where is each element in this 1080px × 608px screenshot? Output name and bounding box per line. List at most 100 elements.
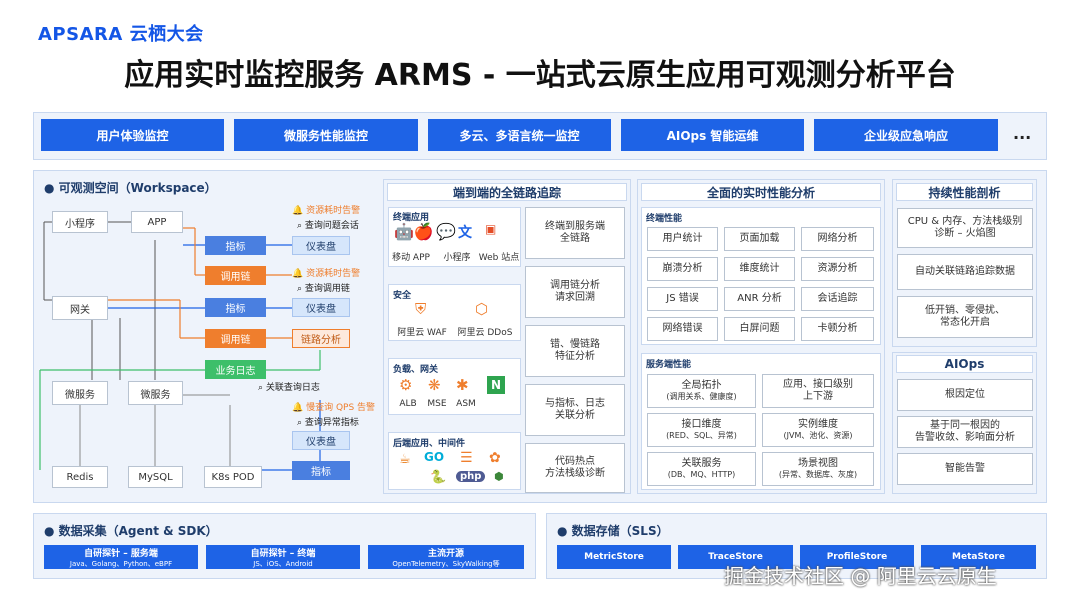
business-log-box[interactable]: 业务日志 xyxy=(205,360,266,379)
collection-label: ● 数据采集（Agent & SDK） xyxy=(44,524,218,538)
tracing-group-security-title: 安全 xyxy=(393,291,412,301)
server-item-upstream[interactable]: 应用、接口级别上下游 xyxy=(762,374,874,408)
client-item[interactable]: JS 错误 xyxy=(647,287,718,311)
server-item-services[interactable]: 关联服务(DB、MQ、HTTP) xyxy=(647,452,756,486)
node-microservice-2[interactable]: 微服务 xyxy=(128,381,183,405)
client-item[interactable]: 会话追踪 xyxy=(801,287,874,311)
metric-box-3[interactable]: 指标 xyxy=(292,461,350,480)
alert-action-2[interactable]: ⌕ 查询调用链 xyxy=(297,281,350,294)
tracing-desc-3: 错、慢链路 特征分析 xyxy=(525,325,625,377)
feature-user-experience[interactable]: 用户体验监控 xyxy=(41,119,224,151)
trace-box-2[interactable]: 调用链 xyxy=(205,329,266,348)
icon-label-web: Web 站点 xyxy=(478,253,520,263)
aiops-item-root-cause[interactable]: 根因定位 xyxy=(897,379,1033,411)
search-icon: ⌕ xyxy=(297,221,303,231)
client-item[interactable]: ANR 分析 xyxy=(724,287,795,311)
python-icon: 🐍 xyxy=(430,470,447,485)
client-item[interactable]: 维度统计 xyxy=(724,257,795,281)
metric-box-2[interactable]: 指标 xyxy=(205,298,266,317)
collection-item-sub: OpenTelemetry、SkyWalking等 xyxy=(392,559,500,568)
node-app[interactable]: APP xyxy=(131,211,183,233)
alert-title-2-text: 资源耗时告警 xyxy=(306,269,361,279)
alert-title-1: 🔔 资源耗时告警 xyxy=(292,203,360,216)
storage-tracestore[interactable]: TraceStore xyxy=(678,545,793,569)
alert-action-1[interactable]: ⌕ 查询问题会话 xyxy=(297,218,359,231)
node-mysql[interactable]: MySQL xyxy=(128,466,183,488)
profiling-item-low-overhead[interactable]: 低开销、零侵扰、 常态化开启 xyxy=(897,296,1033,338)
node-microservice-1[interactable]: 微服务 xyxy=(52,381,108,405)
tracing-desc-5: 代码热点 方法栈级诊断 xyxy=(525,443,625,493)
nodejs-icon: ⬢ xyxy=(494,470,504,483)
client-item[interactable]: 卡顿分析 xyxy=(801,317,874,341)
metric-box-1[interactable]: 指标 xyxy=(205,236,266,255)
server-item-sub: (RED、SQL、异常) xyxy=(666,431,737,441)
client-item[interactable]: 网络分析 xyxy=(801,227,874,251)
bell-icon: 🔔 xyxy=(292,206,304,216)
storage-item-label: MetricStore xyxy=(584,552,644,562)
collection-item-title: 自研探针 – 终端 xyxy=(250,548,316,559)
alert-title-1-text: 资源耗时告警 xyxy=(306,206,361,216)
collection-item-sub: Java、Golang、Python、eBPF xyxy=(69,559,173,568)
collection-item-sub: JS、iOS、Android xyxy=(253,559,313,568)
server-item-scenario[interactable]: 场景视图(异常、数据库、灰度) xyxy=(762,452,874,486)
node-miniapp[interactable]: 小程序 xyxy=(52,211,108,233)
tracing-group-backend-title: 后端应用、中间件 xyxy=(393,439,466,449)
profiling-item-flamegraph[interactable]: CPU & 内存、方法栈级别 诊断 – 火焰图 xyxy=(897,208,1033,248)
feature-microservice[interactable]: 微服务性能监控 xyxy=(234,119,418,151)
server-item-sub: (JVM、池化、资源) xyxy=(783,431,853,441)
icon-label-miniapp: 小程序 xyxy=(443,253,471,263)
storage-item-label: ProfileStore xyxy=(826,552,888,562)
aiops-header: AIOps xyxy=(896,355,1033,373)
storage-profilestore[interactable]: ProfileStore xyxy=(800,545,914,569)
server-item-topology[interactable]: 全局拓扑(调用关系、健康度) xyxy=(647,374,756,408)
android-icon: 🤖🍎 xyxy=(394,222,434,241)
storage-label: ● 数据存储（SLS） xyxy=(557,524,669,538)
client-item[interactable]: 资源分析 xyxy=(801,257,874,281)
dashboard-box-2[interactable]: 仪表盘 xyxy=(292,298,350,317)
collection-item-title: 自研探针 – 服务端 xyxy=(84,548,158,559)
alert-title-3: 🔔 慢查询 QPS 告警 xyxy=(292,400,375,413)
feature-multicloud[interactable]: 多云、多语言统一监控 xyxy=(428,119,611,151)
more-features[interactable]: ... xyxy=(1013,124,1032,143)
server-item-title: 实例维度 xyxy=(798,418,838,430)
log-query-action[interactable]: ⌕ 关联查询日志 xyxy=(258,380,320,393)
icon-label-waf: 阿里云 WAF xyxy=(397,328,447,338)
profiling-item-trace-link[interactable]: 自动关联链路追踪数据 xyxy=(897,254,1033,290)
server-item-instance[interactable]: 实例维度(JVM、池化、资源) xyxy=(762,413,874,447)
php-icon: php xyxy=(456,471,486,482)
nginx-icon: N xyxy=(487,376,505,394)
node-redis[interactable]: Redis xyxy=(52,466,108,488)
dashboard-box-3[interactable]: 仪表盘 xyxy=(292,431,350,450)
aiops-item-smart-alert[interactable]: 智能告警 xyxy=(897,453,1033,485)
storage-metastore[interactable]: MetaStore xyxy=(921,545,1036,569)
client-item[interactable]: 用户统计 xyxy=(647,227,718,251)
dashboard-box-1[interactable]: 仪表盘 xyxy=(292,236,350,255)
node-k8s-pod[interactable]: K8s POD xyxy=(204,466,262,488)
server-item-interface[interactable]: 接口维度(RED、SQL、异常) xyxy=(647,413,756,447)
link-analysis-box[interactable]: 链路分析 xyxy=(292,329,350,348)
search-icon: ⌕ xyxy=(258,383,264,393)
feature-aiops[interactable]: AIOps 智能运维 xyxy=(621,119,804,151)
collection-item-title: 主流开源 xyxy=(427,548,464,559)
tracing-group-backend xyxy=(388,432,521,490)
alert-action-3[interactable]: ⌕ 查询异常指标 xyxy=(297,415,359,428)
trace-box-1[interactable]: 调用链 xyxy=(205,266,266,285)
middleware-icon: ☰ xyxy=(460,450,473,466)
server-perf-title: 服务端性能 xyxy=(646,360,692,370)
client-item[interactable]: 白屏问题 xyxy=(724,317,795,341)
client-item[interactable]: 崩溃分析 xyxy=(647,257,718,281)
storage-metricstore[interactable]: MetricStore xyxy=(557,545,671,569)
client-item[interactable]: 页面加载 xyxy=(724,227,795,251)
server-item-title: 接口维度 xyxy=(681,418,722,430)
aiops-item-convergence[interactable]: 基于同一根因的 告警收敛、影响面分析 xyxy=(897,416,1033,448)
tracing-group-gateway-title: 负载、网关 xyxy=(393,365,439,375)
alb-icon: ⚙ xyxy=(399,376,413,394)
client-item[interactable]: 网络错误 xyxy=(647,317,718,341)
waf-icon: ⛨ xyxy=(415,300,427,318)
feature-emergency[interactable]: 企业级应急响应 xyxy=(814,119,998,151)
node-gateway[interactable]: 网关 xyxy=(52,296,108,320)
